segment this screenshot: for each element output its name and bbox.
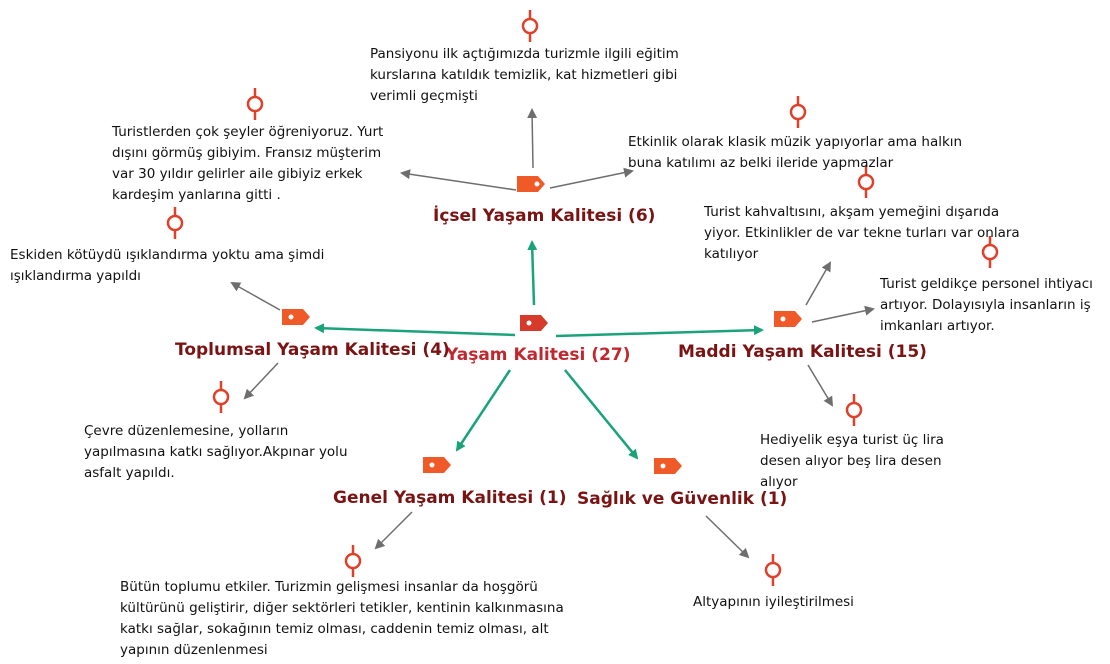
quotation-pin-icon xyxy=(166,207,184,239)
quote-hediyelik-esya[interactable]: Hediyelik eşya turist üç lira desen alıy… xyxy=(760,432,944,490)
tag-icon xyxy=(654,458,682,474)
quotation-pin-icon xyxy=(246,88,264,120)
code-genel-label[interactable]: Genel Yaşam Kalitesi (1) xyxy=(333,488,567,508)
edge-center-icsel xyxy=(527,240,538,306)
quote-cevre-duzenlemesi[interactable]: Çevre düzenlemesine, yolların yapılmasın… xyxy=(84,423,348,481)
edge-toplumsal-q7 xyxy=(243,362,279,400)
edge-center-toplumsal xyxy=(314,323,516,337)
edge-icsel-q3 xyxy=(549,167,634,189)
quote-kahvalti[interactable]: Turist kahvaltısını, akşam yemeğini dışa… xyxy=(704,204,1020,262)
edge-center-maddi xyxy=(555,325,764,338)
tag-icon xyxy=(282,309,310,325)
edge-maddi-q6 xyxy=(811,305,875,323)
tag-icon xyxy=(423,457,451,473)
quotation-pin-icon xyxy=(789,96,807,128)
code-maddi-label[interactable]: Maddi Yaşam Kalitesi (15) xyxy=(678,342,927,362)
edge-genel-q9 xyxy=(374,511,413,550)
quotation-pin-icon xyxy=(845,394,863,426)
quote-egitim-kurslari[interactable]: Pansiyonu ilk açtığımızda turizmle ilgil… xyxy=(370,46,679,104)
quote-turistlerden-ogrenme[interactable]: Turistlerden çok şeyler öğreniyoruz. Yur… xyxy=(112,124,384,203)
quote-butun-toplum[interactable]: Bütün toplumu etkiler. Turizmin gelişmes… xyxy=(120,579,564,658)
quotation-pin-icon xyxy=(521,10,539,42)
quotation-pin-icon xyxy=(344,545,362,577)
quotation-pin-icon xyxy=(857,166,875,198)
edge-toplumsal-q5 xyxy=(230,282,281,311)
quote-personel-ihtiyaci[interactable]: Turist geldikçe personel ihtiyacı artıyo… xyxy=(880,276,1093,334)
edge-center-saglik xyxy=(564,369,639,460)
edge-center-genel xyxy=(455,369,512,452)
quote-klasik-muzik[interactable]: Etkinlik olarak klasik müzik yapıyorlar … xyxy=(628,134,963,171)
code-toplumsal-label[interactable]: Toplumsal Yaşam Kalitesi (4) xyxy=(175,340,450,360)
code-saglik-label[interactable]: Sağlık ve Güvenlik (1) xyxy=(577,489,788,509)
quote-isiklandirma[interactable]: Eskiden kötüydü ışıklandırma yoktu ama ş… xyxy=(10,247,325,284)
center-code-label[interactable]: Yaşam Kalitesi (27) xyxy=(446,345,631,365)
edge-maddi-q4 xyxy=(805,261,831,306)
edge-icsel-q1 xyxy=(527,108,538,169)
quote-altyapi[interactable]: Altyapının iyileştirilmesi xyxy=(693,594,854,610)
quotation-pin-icon xyxy=(764,554,782,586)
quotation-pin-icon xyxy=(981,236,999,268)
edge-maddi-q8 xyxy=(807,364,834,407)
tag-icon xyxy=(517,176,545,192)
tag-icon xyxy=(774,311,802,327)
edge-saglik-q10 xyxy=(705,515,750,559)
tag-icon[interactable] xyxy=(519,314,549,332)
code-icsel-label[interactable]: İçsel Yaşam Kalitesi (6) xyxy=(433,206,656,226)
edge-icsel-q2 xyxy=(400,169,517,191)
quotation-pin-icon xyxy=(212,381,230,413)
